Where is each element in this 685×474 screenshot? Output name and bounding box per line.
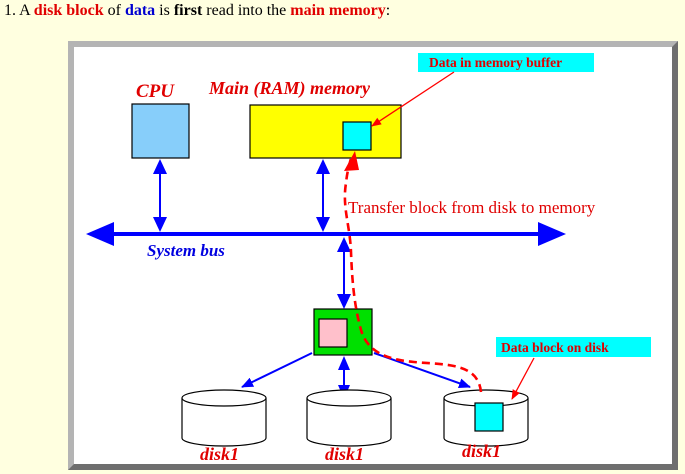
storage-diagram: CPU Main (RAM) memory Data in memory buf… xyxy=(86,53,651,464)
disk-1 xyxy=(181,389,267,447)
disk-callout-box xyxy=(496,337,651,357)
memory-bus-link xyxy=(316,159,330,232)
disk-label-1: disk1 xyxy=(200,444,239,464)
heading-is: is xyxy=(155,2,174,19)
heading-of: of xyxy=(103,2,125,19)
memory-buffer-block xyxy=(342,121,372,151)
disk-callout-pointer xyxy=(511,357,535,400)
main-memory-box xyxy=(249,104,402,159)
heading-disk-block: disk block xyxy=(33,2,104,19)
controller-bus-link xyxy=(337,237,351,309)
controller-buffer-block xyxy=(318,318,348,348)
buffer-callout-box xyxy=(418,53,594,72)
disk-callout-label: Data block on disk xyxy=(501,340,609,355)
disk-2 xyxy=(306,389,392,447)
disk-label-2: disk1 xyxy=(325,444,364,464)
cpu-box xyxy=(131,103,190,159)
diagram-frame: CPU Main (RAM) memory Data in memory buf… xyxy=(68,41,678,470)
cpu-label: CPU xyxy=(136,81,175,102)
transfer-path xyxy=(343,154,483,393)
heading-main-memory: main memory xyxy=(290,2,386,19)
heading-prefix: 1. A xyxy=(4,2,34,19)
disk-data-block xyxy=(474,402,504,432)
system-bus-label: System bus xyxy=(147,241,225,260)
heading-data: data xyxy=(124,2,156,19)
buffer-callout-label: Data in memory buffer xyxy=(429,55,562,70)
transfer-label: Transfer block from disk to memory xyxy=(348,198,596,217)
disk-label-3: disk1 xyxy=(462,441,501,461)
page-heading: 1. A disk block of data is first read in… xyxy=(4,2,390,20)
buffer-callout-pointer xyxy=(371,71,455,127)
transfer-arrowhead xyxy=(344,151,359,171)
heading-first: first xyxy=(173,2,203,19)
heading-read-into: read into the xyxy=(202,2,291,19)
main-memory-label: Main (RAM) memory xyxy=(208,78,371,99)
system-bus xyxy=(86,222,566,246)
heading-suffix: : xyxy=(385,2,391,19)
cpu-bus-link xyxy=(153,159,167,232)
